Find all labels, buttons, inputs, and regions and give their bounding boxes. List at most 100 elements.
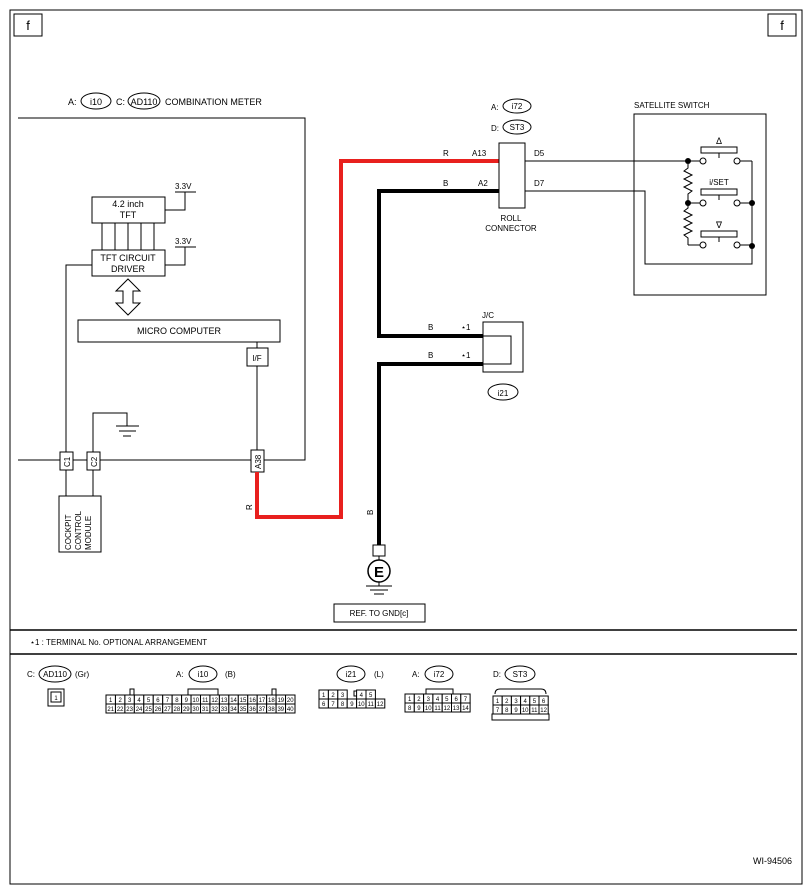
- pin-number: 31: [202, 707, 209, 713]
- pin-number: 7: [166, 698, 170, 704]
- pin-number: 13: [453, 706, 460, 712]
- pin-number: 26: [155, 707, 162, 713]
- pin-number: 3: [514, 699, 518, 705]
- pin-number: 24: [136, 707, 143, 713]
- svg-text:i21: i21: [346, 670, 357, 679]
- tft-display: 4.2 inch TFT: [91, 196, 166, 224]
- pin-number: 23: [126, 707, 133, 713]
- pin-number: 10: [522, 708, 529, 714]
- pin-number: 28: [174, 707, 181, 713]
- pin-number: 39: [277, 707, 284, 713]
- pin-number: 3: [341, 693, 345, 699]
- pin-number: 35: [240, 707, 247, 713]
- combination-meter: A: i10 C: AD110 COMBINATION METER: [18, 92, 306, 461]
- svg-text:I/F: I/F: [252, 354, 261, 363]
- pin-number: 38: [268, 707, 275, 713]
- pin-number: 1: [496, 699, 500, 705]
- svg-text:CONNECTOR: CONNECTOR: [485, 224, 537, 233]
- svg-text:4.2 inch: 4.2 inch: [112, 199, 144, 209]
- terminal-note: ⋆1 : TERMINAL No. OPTIONAL ARRANGEMENT: [30, 638, 207, 647]
- pin-number: 25: [145, 707, 152, 713]
- pin-number: 5: [147, 698, 151, 704]
- svg-text:(B): (B): [225, 670, 236, 679]
- tft-circuit-driver: TFT CIRCUIT DRIVER: [91, 249, 166, 277]
- svg-text:TFT CIRCUIT: TFT CIRCUIT: [100, 253, 156, 263]
- svg-text:C:: C:: [116, 97, 125, 107]
- black-wire-ground: [377, 362, 483, 545]
- svg-text:f: f: [26, 18, 30, 33]
- switch-up-button: [700, 146, 738, 154]
- pin-number: 8: [505, 708, 509, 714]
- corner-label-left: f: [13, 13, 43, 37]
- svg-text:D7: D7: [534, 179, 545, 188]
- down-symbol: ∇: [715, 220, 723, 230]
- pin-number: 34: [230, 707, 237, 713]
- meter-title: COMBINATION METER: [165, 97, 262, 107]
- pin-cell: [374, 698, 386, 709]
- pin-number: 9: [514, 708, 518, 714]
- svg-text:i10: i10: [198, 670, 209, 679]
- svg-text:i72: i72: [434, 670, 445, 679]
- corner-label-right: f: [767, 13, 797, 37]
- pin-number: 3: [128, 698, 132, 704]
- pin-number: 8: [341, 702, 345, 708]
- pin-number: 2: [331, 693, 335, 699]
- pin-number: 11: [531, 708, 538, 714]
- pin-number: 29: [183, 707, 190, 713]
- svg-text:ST3: ST3: [513, 670, 528, 679]
- driver-supply-voltage: 3.3V: [175, 237, 192, 246]
- connector-ad110: C: AD110 (Gr) 1: [27, 665, 90, 707]
- interface-box: I/F: [246, 347, 269, 367]
- connector-ref-i10: i10: [90, 97, 102, 107]
- set-label: i/SET: [709, 178, 729, 187]
- pin-number: 40: [287, 707, 294, 713]
- pin-number: 5: [533, 699, 537, 705]
- svg-text:C2: C2: [90, 456, 99, 467]
- pin-number: 19: [277, 698, 284, 704]
- data-bus-arrow: [114, 278, 142, 316]
- pin-number: 6: [542, 699, 546, 705]
- pin-number: 36: [249, 707, 256, 713]
- red-wire: [255, 159, 499, 519]
- svg-text:CONTROL: CONTROL: [74, 510, 83, 550]
- svg-text:D5: D5: [534, 149, 545, 158]
- pin-c1: C1: [59, 451, 74, 471]
- tft-supply-voltage: 3.3V: [175, 182, 192, 191]
- cockpit-control-module: COCKPIT CONTROL MODULE: [58, 495, 102, 553]
- ground-reference: REF. TO GND[c]: [333, 603, 426, 623]
- svg-text:A:: A:: [412, 670, 420, 679]
- roll-connector: A: i72 D: ST3 ROLL CONNECTOR A13 A2 D5 D…: [472, 98, 545, 233]
- pin-cell: [460, 702, 471, 713]
- pin-number: 6: [454, 697, 458, 703]
- svg-text:J/C: J/C: [482, 311, 494, 320]
- pin-number: 4: [436, 697, 440, 703]
- pin-number: 1: [408, 697, 412, 703]
- pin-number: 12: [540, 708, 547, 714]
- wire-label-r-lower: R: [245, 504, 254, 510]
- diagram-frame: [9, 9, 803, 885]
- wire-label-b-ground: B: [366, 510, 375, 515]
- pin-number: 9: [185, 698, 189, 704]
- pin-a38: A38: [250, 449, 265, 473]
- pin-number: 4: [137, 698, 141, 704]
- svg-text:D:: D:: [493, 670, 501, 679]
- pin-number: 2: [505, 699, 509, 705]
- pin-number: 6: [322, 702, 326, 708]
- pin-number: 3: [427, 697, 431, 703]
- pin-number: 4: [524, 699, 528, 705]
- pin-number: 22: [117, 707, 124, 713]
- svg-text:A2: A2: [478, 179, 488, 188]
- pin-number: 33: [221, 707, 228, 713]
- pin-number: 5: [445, 697, 449, 703]
- figure-id: WI-94506: [753, 856, 792, 866]
- svg-text:ROLL: ROLL: [501, 214, 522, 223]
